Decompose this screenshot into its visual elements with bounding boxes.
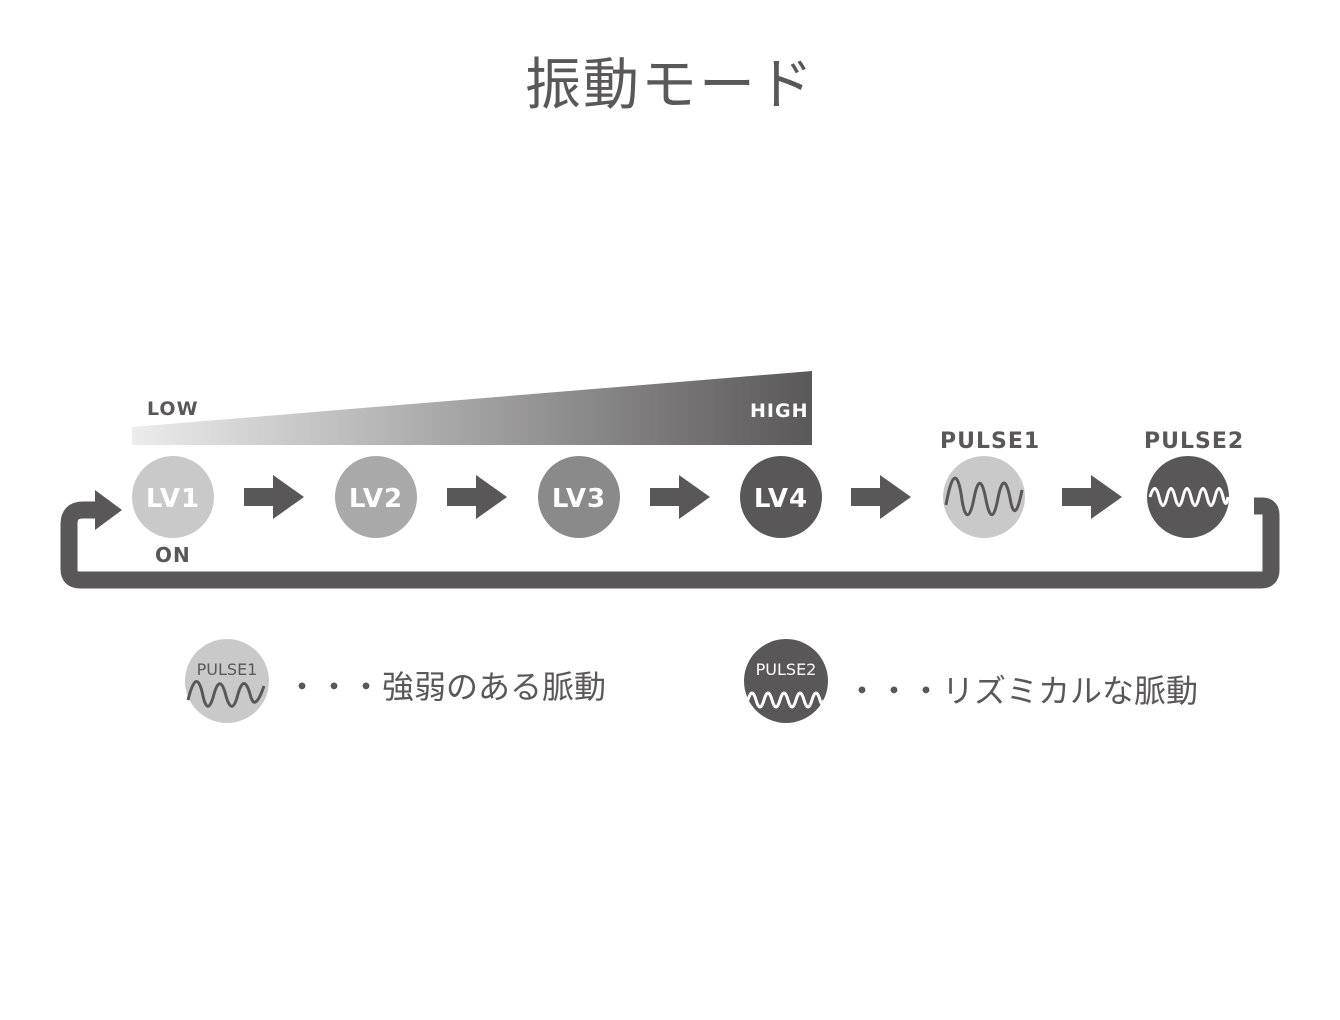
- mode-label: LV4: [754, 484, 808, 514]
- legend-icon-pulse2: PULSE2: [744, 639, 828, 723]
- forward-arrow: [1062, 475, 1122, 519]
- mode-pulse1: [943, 456, 1025, 538]
- high-label: HIGH: [750, 400, 809, 422]
- forward-arrow: [650, 475, 710, 519]
- legend-icon-label: PULSE1: [197, 660, 258, 679]
- legend-text-pulse2: ・・・リズミカルな脈動: [846, 672, 1199, 710]
- on-label: ON: [155, 543, 191, 567]
- intensity-gradient-wedge: [132, 371, 812, 445]
- loop-back-track: [60, 497, 1280, 589]
- low-label: LOW: [147, 398, 199, 420]
- mode-label: LV3: [552, 484, 606, 514]
- pulse1-wave-icon: [186, 680, 266, 708]
- pulse2-wave-icon: [746, 691, 826, 709]
- forward-arrow: [851, 475, 911, 519]
- mode-lv4: LV4: [740, 456, 822, 538]
- mode-label: LV2: [349, 484, 403, 514]
- page-title: 振動モード: [525, 53, 815, 118]
- mode-pulse2: [1147, 456, 1230, 538]
- pulse2-wave-icon: [1148, 487, 1230, 507]
- legend-text-pulse1: ・・・強弱のある脈動: [286, 668, 607, 706]
- pulse1-wave-icon: [944, 476, 1024, 517]
- pulse1-label: PULSE1: [940, 429, 1041, 454]
- loop-back-arrowhead: [95, 490, 122, 530]
- legend-icon-label: PULSE2: [756, 660, 817, 679]
- mode-lv2: LV2: [335, 456, 417, 538]
- mode-circle: [132, 456, 214, 538]
- mode-circle: [538, 456, 620, 538]
- forward-arrow: [447, 475, 507, 519]
- mode-label: LV1: [146, 484, 200, 514]
- mode-lv3: LV3: [538, 456, 620, 538]
- forward-arrow: [244, 475, 304, 519]
- mode-circle: [740, 456, 822, 538]
- mode-lv1: LV1: [132, 456, 214, 538]
- pulse2-label: PULSE2: [1144, 429, 1245, 454]
- legend-icon-pulse1: PULSE1: [185, 639, 269, 723]
- mode-circle: [1147, 456, 1229, 538]
- mode-circle: [335, 456, 417, 538]
